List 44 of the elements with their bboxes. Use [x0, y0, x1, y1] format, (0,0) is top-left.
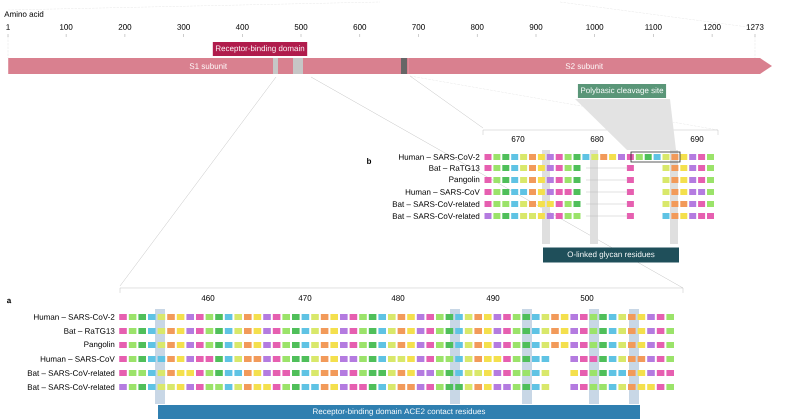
row-label: Pangolin — [449, 176, 480, 184]
tick-label: 1200 — [704, 24, 721, 30]
tick-label: 1273 — [746, 24, 764, 30]
site-label: Polybasic cleavage site — [578, 84, 666, 98]
tick-label: 400 — [236, 24, 249, 30]
tick-label: 680 — [590, 136, 604, 142]
row-label: Bat – RaTG13 — [64, 328, 114, 334]
subunit-bar: S2 subunit — [408, 58, 772, 74]
row-label: Bat – SARS-CoV-related — [392, 201, 480, 207]
tick-label: 670 — [512, 136, 524, 142]
axis-title: Amino acid — [4, 11, 44, 17]
panel-letter: b — [367, 158, 372, 164]
tick-label: 480 — [392, 295, 404, 301]
tick-label: 1000 — [586, 24, 604, 30]
tick-label: 1 — [6, 24, 10, 30]
row-label: Human – SARS-CoV-2 — [399, 154, 480, 160]
tick-label: 300 — [177, 24, 190, 30]
tick-label: 800 — [470, 24, 484, 30]
domain-label: Receptor-binding domain — [212, 42, 308, 56]
row-label: Human – SARS-CoV — [40, 356, 115, 362]
tick-label: 470 — [298, 295, 312, 301]
row-label: Human – SARS-CoV — [406, 189, 480, 195]
row-label: Bat – RaTG13 — [429, 165, 480, 171]
row-label: Human – SARS-CoV-2 — [34, 314, 114, 320]
residue-label-box: Receptor-binding domain ACE2 contact residues — [158, 405, 640, 419]
tick-label: 900 — [530, 24, 542, 30]
tick-label: 700 — [412, 24, 425, 30]
row-label: Bat – SARS-CoV-related — [28, 384, 114, 390]
node-label: S1 subunit — [190, 63, 228, 69]
tick-label: 460 — [202, 295, 214, 301]
panel-letter: a — [7, 298, 12, 304]
row-label: Bat – SARS-CoV-related — [392, 213, 480, 219]
tick-label: 1100 — [645, 24, 662, 30]
row-label: Pangolin — [84, 341, 114, 349]
residue-label-box: O-linked glycan residues — [543, 248, 679, 262]
tick-label: 500 — [294, 24, 308, 30]
tick-label: 200 — [118, 24, 132, 30]
tick-label: 490 — [486, 295, 500, 301]
tick-label: 690 — [690, 136, 704, 142]
tick-label: 100 — [60, 24, 72, 30]
row-label: Bat – SARS-CoV-related — [28, 370, 114, 376]
tick-label: 600 — [354, 24, 366, 30]
subunit-bar: S1 subunit — [8, 58, 408, 74]
tick-label: 500 — [580, 295, 594, 301]
